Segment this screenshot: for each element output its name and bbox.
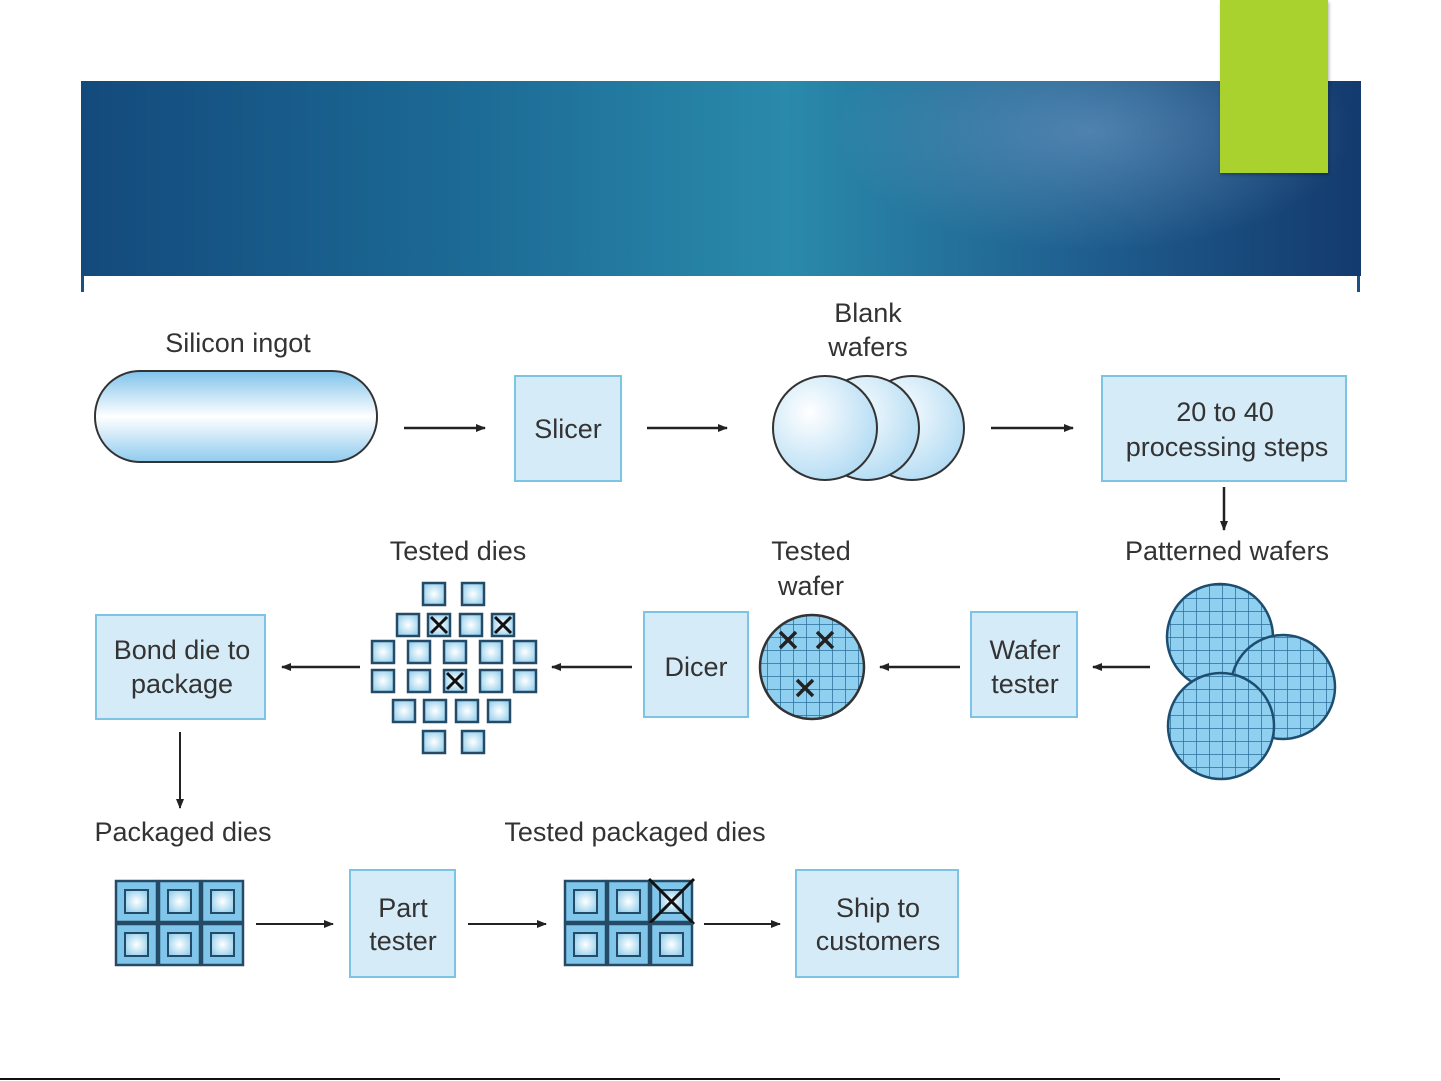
die (460, 729, 486, 755)
die (370, 668, 396, 694)
die (442, 639, 468, 665)
part-tester-label-1: Part (378, 893, 428, 923)
label-blank-wafers-1: Blank (834, 298, 902, 328)
tested-wafer-shape (758, 613, 866, 721)
die (395, 612, 421, 638)
die (486, 698, 512, 724)
package (114, 879, 159, 924)
label-tested-wafer-1: Tested (771, 536, 851, 566)
dicer-box: Dicer (643, 611, 749, 718)
failed-die (426, 612, 452, 638)
processing-label-2: processing steps (1126, 432, 1329, 462)
die (406, 639, 432, 665)
blank-wafers-shape (772, 375, 965, 481)
label-patterned-wafers: Patterned wafers (1125, 536, 1329, 566)
die (391, 698, 417, 724)
package (606, 922, 651, 967)
slide-title-band (81, 81, 1361, 276)
die (512, 639, 538, 665)
package (606, 879, 651, 924)
accent-tab (1220, 0, 1328, 173)
label-blank-wafers-2: wafers (827, 332, 908, 362)
slicer-label: Slicer (534, 414, 602, 444)
packaged-dies-shape (114, 879, 245, 967)
label-silicon-ingot: Silicon ingot (165, 328, 311, 358)
package (563, 879, 608, 924)
dicer-label: Dicer (664, 652, 727, 682)
die (422, 698, 448, 724)
silicon-ingot-shape (94, 370, 378, 463)
failed-die (442, 668, 468, 694)
label-tested-packaged-dies: Tested packaged dies (504, 817, 765, 847)
processing-label-1: 20 to 40 (1176, 397, 1274, 427)
label-packaged-dies: Packaged dies (94, 817, 271, 847)
bond-label-2: package (131, 669, 233, 699)
failed-die (490, 612, 516, 638)
package (157, 922, 202, 967)
die (478, 668, 504, 694)
die (421, 581, 447, 607)
label-tested-wafer-2: wafer (777, 571, 844, 601)
tested-dies-shape (370, 581, 538, 755)
wafer-tester-label-1: Wafer (989, 635, 1060, 665)
wafer-tester-box: Wafer tester (970, 611, 1078, 718)
slicer-box: Slicer (514, 375, 622, 482)
frame-right-line (1357, 276, 1360, 292)
die (370, 639, 396, 665)
footer-rule (0, 1078, 1280, 1080)
die (478, 639, 504, 665)
die (512, 668, 538, 694)
label-tested-dies: Tested dies (390, 536, 527, 566)
package (114, 922, 159, 967)
package (200, 879, 245, 924)
tested-packaged-dies-shape (563, 877, 696, 967)
bond-die-box: Bond die to package (95, 614, 266, 720)
package (200, 922, 245, 967)
die (460, 581, 486, 607)
die (406, 668, 432, 694)
die (458, 612, 484, 638)
die (454, 698, 480, 724)
ship-label-1: Ship to (836, 893, 920, 923)
wafer-tester-label-2: tester (991, 669, 1059, 699)
die (421, 729, 447, 755)
package (563, 922, 608, 967)
patterned-wafers-shape (1165, 582, 1337, 781)
ship-to-customers-box: Ship to customers (795, 869, 959, 978)
part-tester-label-2: tester (369, 926, 437, 956)
failed-package (647, 877, 696, 926)
package (649, 922, 694, 967)
processing-steps-box: 20 to 40 processing steps (1101, 375, 1347, 482)
frame-left-line (81, 276, 84, 292)
ship-label-2: customers (816, 926, 941, 956)
bond-label-1: Bond die to (114, 635, 251, 665)
package (157, 879, 202, 924)
part-tester-box: Part tester (349, 869, 456, 978)
